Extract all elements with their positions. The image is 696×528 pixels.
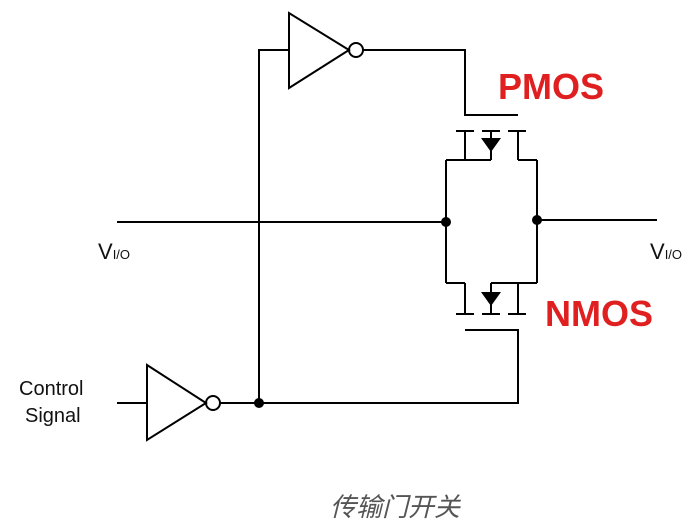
caption: 传输门开关 <box>330 493 461 523</box>
wire-nmos-gate <box>220 329 519 404</box>
control-label-line2: Signal <box>25 405 81 427</box>
junction-dot-left <box>441 217 451 227</box>
pmos-label: PMOS <box>498 66 604 107</box>
vio-left-label: VI/O <box>98 239 130 264</box>
top-inverter <box>288 11 364 90</box>
wire-top-inverter-out <box>363 49 518 116</box>
wire-control-to-top-inverter <box>258 49 289 403</box>
nmos-label: NMOS <box>545 293 653 334</box>
control-label-line1: Control <box>19 378 83 400</box>
junction-dot-right <box>532 215 542 225</box>
pmos-transistor <box>446 130 537 161</box>
vio-right-label: VI/O <box>650 239 682 264</box>
nmos-transistor <box>446 282 537 315</box>
junction-dot-control <box>254 398 264 408</box>
bottom-inverter <box>146 363 221 442</box>
